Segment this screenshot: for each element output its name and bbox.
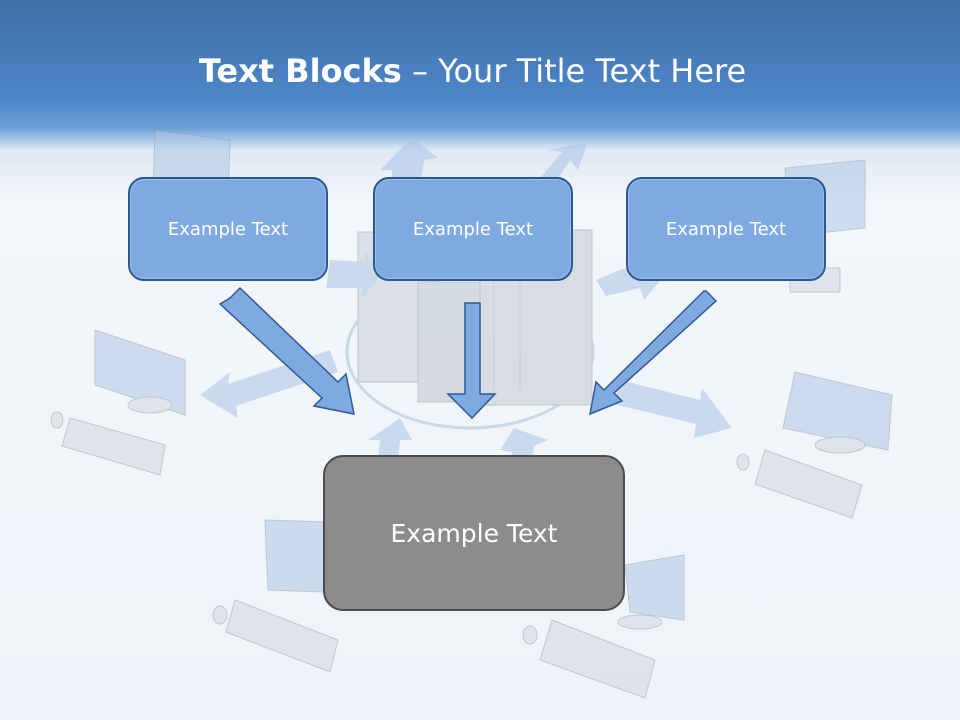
title-regular-part: – Your Title Text Here [401, 52, 747, 90]
title-bold-part: Text Blocks [198, 52, 402, 90]
text-block-bottom-label: Example Text [390, 518, 558, 548]
text-block-center: Example Text [373, 177, 573, 281]
text-block-center-label: Example Text [412, 218, 534, 240]
text-block-left-label: Example Text [167, 218, 289, 240]
text-block-right: Example Text [626, 177, 826, 281]
text-block-bottom: Example Text [323, 455, 625, 611]
slide-title: Text Blocks – Your Title Text Here [0, 52, 945, 90]
text-block-left: Example Text [128, 177, 328, 281]
text-block-right-label: Example Text [665, 218, 787, 240]
